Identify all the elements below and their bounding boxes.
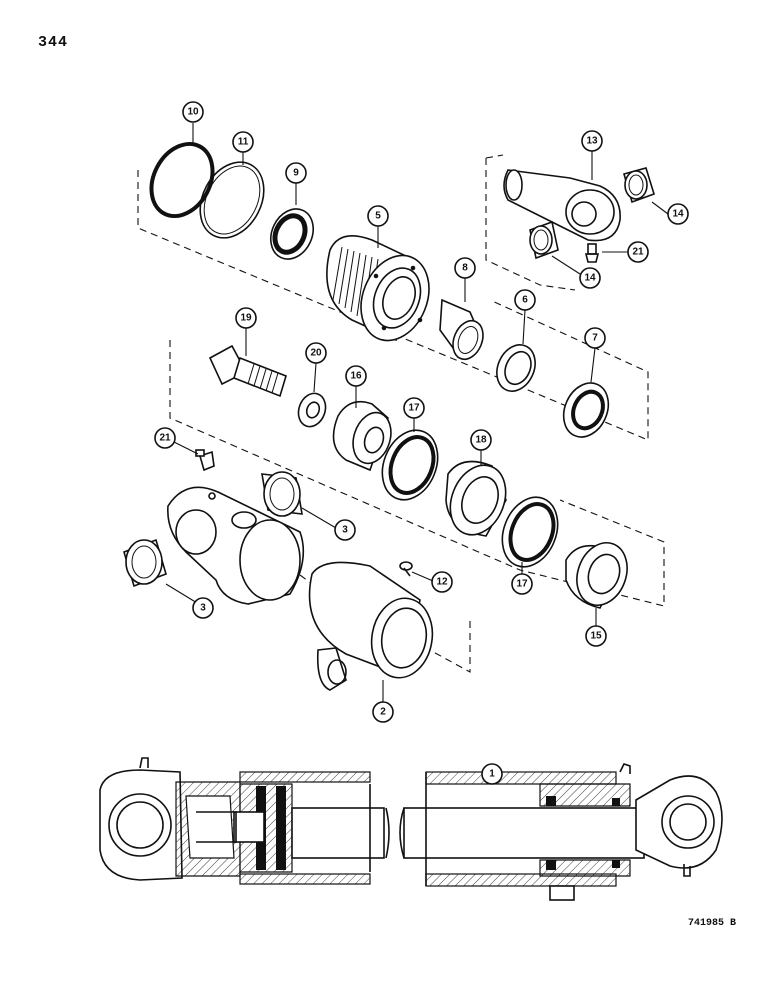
cylinder-head-2 [308,561,434,691]
seal-17-lower [501,496,559,568]
callout-13: 13 [581,130,603,152]
svg-text:3: 3 [342,525,348,536]
callout-1: 1 [481,763,503,785]
drawing-code: 741985 B [688,918,737,929]
callout-7: 7 [584,327,606,349]
callout-21-lower: 21 [154,427,176,449]
callout-15: 15 [585,625,607,647]
callout-17-lower: 17 [511,573,533,595]
grease-fitting-21-lower [195,449,215,472]
svg-text:1: 1 [489,769,495,780]
ring-6 [496,344,536,392]
svg-text:7: 7 [592,333,598,344]
bushing-3-lower [123,538,167,588]
callout-11: 11 [232,131,254,153]
rod-end-eye [167,486,305,605]
callout-12: 12 [431,571,453,593]
svg-text:13: 13 [586,136,598,147]
callout-17-upper: 17 [403,397,425,419]
svg-text:15: 15 [590,631,602,642]
callout-5: 5 [367,205,389,227]
svg-text:8: 8 [462,263,468,274]
seal-17-upper [381,429,439,501]
svg-text:11: 11 [238,137,249,148]
callout-8: 8 [454,257,476,279]
svg-text:21: 21 [632,247,644,258]
svg-text:2: 2 [380,707,386,718]
bushing-14-lower [529,220,559,260]
grease-fitting-21-upper [584,243,600,263]
ring-10 [149,141,215,219]
page-number: 344 [38,34,69,51]
svg-text:12: 12 [436,577,448,588]
callout-20: 20 [305,342,327,364]
callout-16: 16 [345,365,367,387]
svg-text:21: 21 [159,433,171,444]
svg-text:19: 19 [240,313,252,324]
callout-9: 9 [285,162,307,184]
svg-text:14: 14 [584,273,596,284]
svg-text:16: 16 [350,371,362,382]
bushing-3-upper [261,471,303,517]
svg-text:10: 10 [187,107,199,118]
callout-19: 19 [235,307,257,329]
seal-9 [270,208,314,260]
svg-text:17: 17 [516,579,528,590]
callout-14-lower: 14 [579,267,601,289]
bolt-19 [208,344,287,398]
svg-text:14: 14 [672,209,684,220]
gland-5 [326,234,430,342]
svg-text:9: 9 [293,168,299,179]
group-outline-clevis [485,154,576,291]
callout-3-upper: 3 [334,519,356,541]
assembled-cylinder [99,757,723,901]
svg-text:20: 20 [310,348,322,359]
callout-14-upper: 14 [667,203,689,225]
wiper-7 [562,382,610,438]
callout-6: 6 [514,289,536,311]
group-outline-top [137,170,649,441]
callout-3-lower: 3 [192,597,214,619]
wear-ring-15 [565,542,628,609]
leader-lines [165,123,669,784]
callout-18: 18 [470,429,492,451]
svg-text:3: 3 [200,603,206,614]
callout-10: 10 [182,101,204,123]
svg-text:17: 17 [408,403,420,414]
clevis-13 [503,169,621,242]
screw-12 [399,561,413,577]
callout-2: 2 [372,701,394,723]
bushing-14-upper [623,167,655,204]
piston-18 [445,460,507,537]
svg-text:6: 6 [522,295,528,306]
svg-text:5: 5 [375,211,381,222]
bushing-8 [439,298,484,361]
washer-20 [297,392,327,428]
ring-11 [199,161,265,239]
piston-nut-16 [332,400,392,472]
svg-text:18: 18 [475,435,487,446]
callout-21-upper: 21 [627,241,649,263]
